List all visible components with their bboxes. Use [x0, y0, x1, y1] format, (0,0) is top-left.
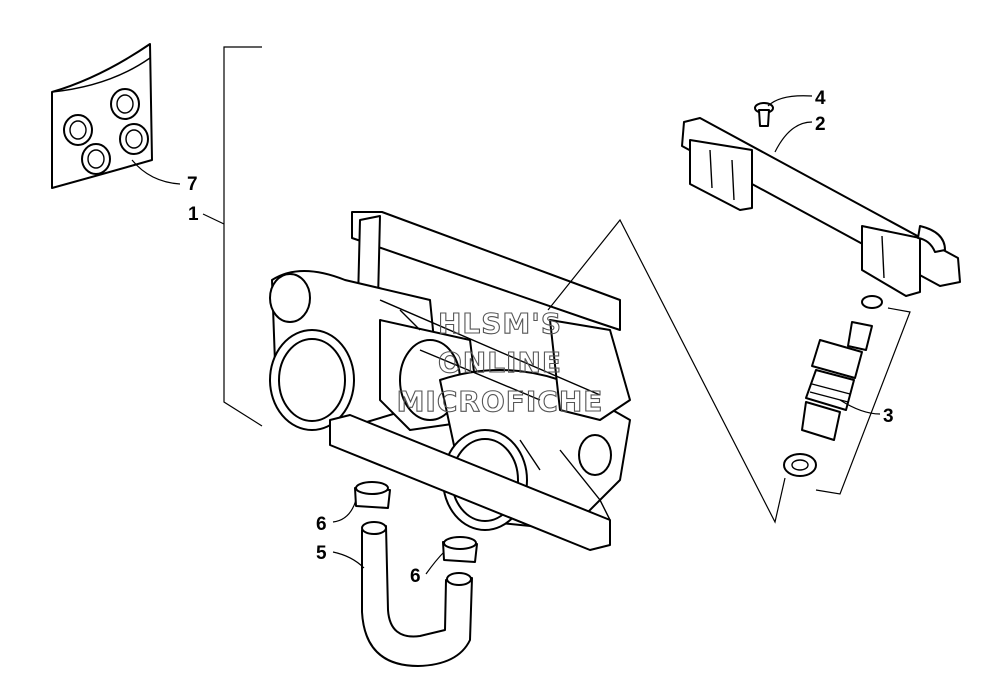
watermark-line-1: HLSM'S [438, 307, 562, 340]
callout-4: 4 [815, 88, 826, 109]
callout-3: 3 [883, 406, 894, 427]
leader-line-6-lower [425, 551, 445, 575]
screw-illustration [754, 102, 774, 127]
detail-leader-lines [547, 218, 786, 524]
callout-1: 1 [188, 204, 199, 225]
hose-clamp-upper-illustration [354, 481, 391, 509]
leader-line-6-upper [332, 499, 357, 523]
leader-line-5 [332, 551, 365, 569]
fuel-rail-illustration [681, 117, 961, 297]
watermark-line-2: ONLINE [438, 346, 562, 379]
injector-illustration [783, 295, 883, 477]
callout-6-lower: 6 [410, 566, 421, 587]
assembly-bracket [223, 46, 263, 427]
seal-kit-illustration [51, 43, 153, 189]
callout-7: 7 [187, 174, 198, 195]
hose-clamp-lower-illustration [442, 536, 478, 563]
leader-line-1 [202, 213, 225, 225]
hose-illustration [361, 521, 473, 667]
callout-2: 2 [815, 114, 826, 135]
leader-line-3 [839, 399, 881, 415]
leader-line-4 [767, 95, 813, 107]
throttle-body-illustration [269, 211, 631, 551]
leader-line-7 [131, 159, 181, 185]
leader-line-2 [774, 121, 813, 153]
watermark-line-3: MICROFICHE [397, 385, 604, 418]
injector-bracket [815, 307, 911, 495]
callout-5: 5 [316, 543, 327, 564]
callout-6-upper: 6 [316, 514, 327, 535]
